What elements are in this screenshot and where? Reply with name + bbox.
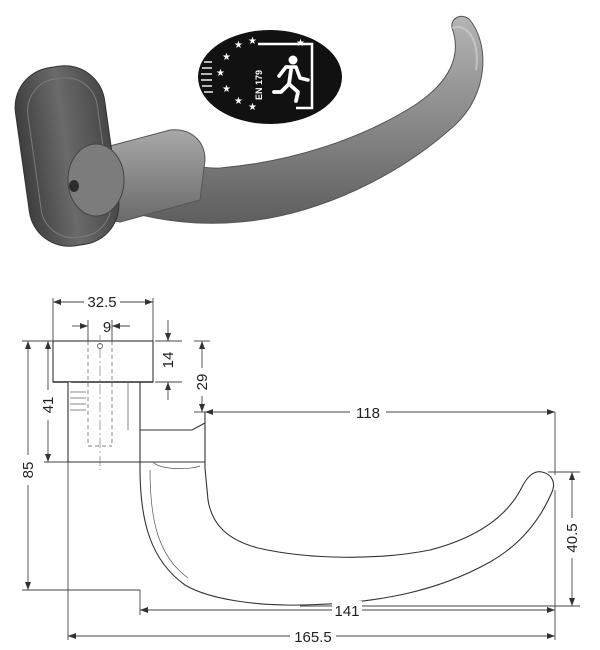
dim-lever-drop: 40.5 <box>564 523 581 552</box>
svg-text:★: ★ <box>222 84 231 95</box>
dim-total-length: 165.5 <box>294 629 332 646</box>
lever-outline <box>139 411 555 606</box>
body-outline <box>67 382 210 463</box>
svg-text:★: ★ <box>234 96 243 107</box>
dim-spindle: 9 <box>103 319 111 336</box>
en179-badge: ★ ★ ★ ★ ★ ★ ★ ★ EN 179 <box>198 30 342 124</box>
handle-render <box>14 15 484 247</box>
dim-lever-top: 118 <box>356 405 380 422</box>
lever-render <box>117 15 484 224</box>
svg-text:★: ★ <box>248 102 257 113</box>
en179-label: EN 179 <box>254 70 264 100</box>
dim-total-height: 85 <box>20 462 37 479</box>
svg-text:★: ★ <box>234 40 243 51</box>
svg-text:★: ★ <box>216 68 225 79</box>
hub-render <box>67 143 125 217</box>
dim-rose-collar: 14 <box>160 352 177 369</box>
dim-lever-bottom: 141 <box>334 603 359 620</box>
dim-rose-height: 41 <box>40 397 57 414</box>
svg-text:★: ★ <box>248 36 257 47</box>
rose-outline <box>52 340 154 383</box>
dim-lever-offset: 29 <box>194 374 211 391</box>
technical-drawing: 32.5 9 118 141 165.5 41 85 14 29 40.5 <box>19 292 581 646</box>
emergency-exit-icon <box>272 55 310 103</box>
svg-text:★: ★ <box>222 52 231 63</box>
dim-rose-width: 32.5 <box>87 294 116 311</box>
dimension-arrows <box>25 299 575 639</box>
